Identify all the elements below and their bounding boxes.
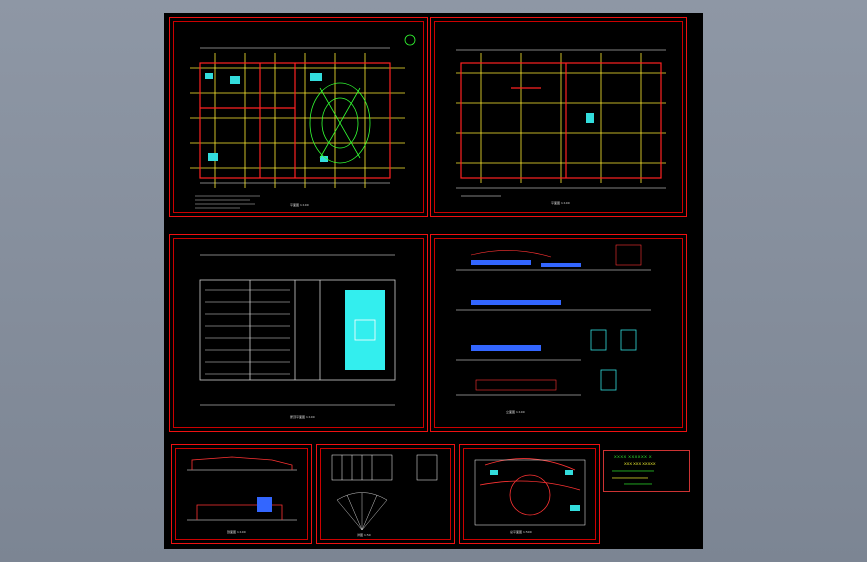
- sheet-inner-frame: [320, 448, 451, 540]
- title-line-3: XXXXXXXXXXXXXXXXXXXXX: [612, 469, 655, 473]
- title-block: XXXX XXXXXX X XXX XXX XXXXX XXXXXXXXXXXX…: [603, 450, 690, 492]
- sheet-caption: 平面图 1:100: [290, 203, 309, 207]
- plan-2-drawing: [456, 49, 666, 197]
- site-plan-drawing: [474, 458, 586, 526]
- roof-plan-drawing: [199, 254, 396, 406]
- sheet-caption: 屋顶平面图 1:100: [290, 415, 315, 419]
- title-line-1: XXXX XXXXXX X: [614, 454, 653, 459]
- sheet-caption: 详图 1:50: [357, 533, 371, 537]
- sheet-inner-frame: [434, 238, 683, 428]
- sheet-elevations[interactable]: 立面图 1:100: [430, 234, 687, 432]
- sections-drawing: [187, 456, 297, 521]
- title-line-2: XXX XXX XXXXX: [624, 461, 656, 466]
- sheet-site-plan[interactable]: 总平面图 1:500: [459, 444, 600, 544]
- sheet-inner-frame: [463, 448, 596, 540]
- sheet-plan-1[interactable]: 平面图 1:100: [169, 17, 428, 217]
- sheet-caption: 总平面图 1:500: [510, 530, 532, 534]
- plan-1-drawing: [190, 34, 416, 209]
- sheet-plan-2[interactable]: 平面图 1:100: [430, 17, 687, 217]
- sheet-inner-frame: [175, 448, 308, 540]
- sheet-sections[interactable]: 剖面图 1:100: [171, 444, 312, 544]
- sheet-roof-plan[interactable]: 屋顶平面图 1:100: [169, 234, 428, 432]
- sheet-caption: 剖面图 1:100: [227, 530, 246, 534]
- sheet-caption: 立面图 1:100: [506, 410, 525, 414]
- title-line-5: XXXXXXXXXXXXXX: [624, 482, 653, 486]
- details-drawing: [331, 454, 438, 531]
- sheet-details[interactable]: 详图 1:50: [316, 444, 455, 544]
- sheet-inner-frame: [173, 238, 424, 428]
- elevations-drawing: [456, 244, 651, 396]
- sheet-inner-frame: [173, 21, 424, 213]
- title-line-4: XXXXXXXXXXXXXXXXXX: [612, 476, 649, 480]
- sheet-caption: 平面图 1:100: [551, 201, 570, 205]
- sheet-inner-frame: [434, 21, 683, 213]
